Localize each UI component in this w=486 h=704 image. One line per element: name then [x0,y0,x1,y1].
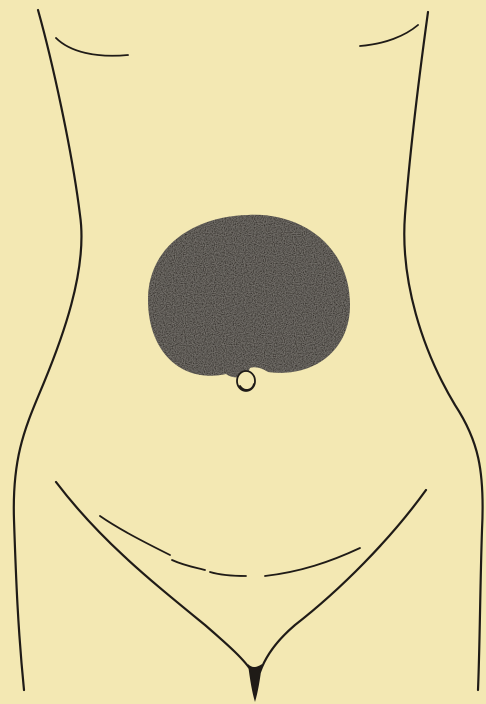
shaded-region [148,215,350,378]
lower-abdominal-curve-left [100,516,170,555]
right-body-outline [404,12,482,690]
right-upper-curve [360,25,418,46]
pubic-point [248,664,262,702]
left-body-outline [14,10,82,690]
lower-abdominal-curve-mid1 [172,560,205,570]
lower-abdominal-curve-right [265,548,360,576]
left-groin-line [56,482,252,672]
lower-abdominal-curve-mid2 [210,572,246,576]
left-upper-curve [56,38,128,56]
right-groin-line [260,490,426,672]
